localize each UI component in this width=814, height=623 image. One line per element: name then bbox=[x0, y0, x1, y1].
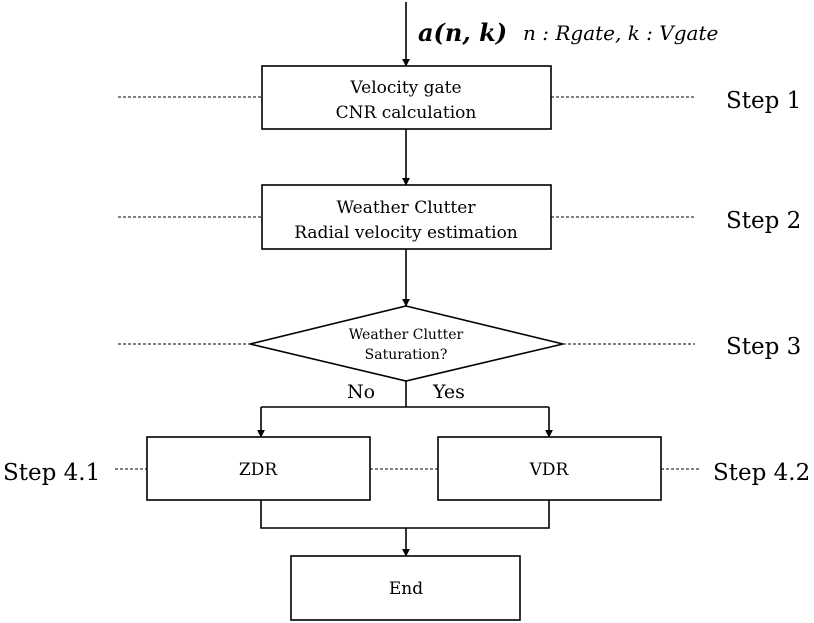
step42-label: Step 4.2 bbox=[713, 460, 810, 486]
input-symbol: a(n, k) bbox=[418, 18, 507, 47]
step2-label-line2: Radial velocity estimation bbox=[294, 223, 518, 243]
step41-label: Step 4.1 bbox=[3, 460, 100, 486]
vdr-box bbox=[437, 436, 662, 501]
step1-label: Step 1 bbox=[726, 88, 801, 114]
step2-box bbox=[261, 184, 552, 250]
step1-label-line1: Velocity gate bbox=[349, 78, 461, 98]
yes-label: Yes bbox=[432, 381, 465, 403]
zdr-label: ZDR bbox=[239, 460, 278, 480]
input-legend: n : Rgate, k : Vgate bbox=[523, 21, 718, 45]
end-label: End bbox=[389, 579, 423, 599]
zdr-box bbox=[146, 436, 371, 501]
decision-label-line1: Weather Clutter bbox=[349, 327, 464, 343]
step3-label: Step 3 bbox=[726, 334, 801, 360]
step1-box bbox=[261, 65, 552, 130]
no-label: No bbox=[347, 381, 375, 403]
merge-connector bbox=[260, 500, 550, 529]
vdr-label: VDR bbox=[529, 460, 570, 480]
decision-label-line2: Saturation? bbox=[365, 347, 448, 363]
end-box bbox=[290, 555, 521, 621]
step1-label-line2: CNR calculation bbox=[336, 103, 477, 123]
step2-label: Step 2 bbox=[726, 208, 801, 234]
decision-diamond bbox=[249, 305, 564, 382]
step2-label-line1: Weather Clutter bbox=[337, 198, 477, 218]
